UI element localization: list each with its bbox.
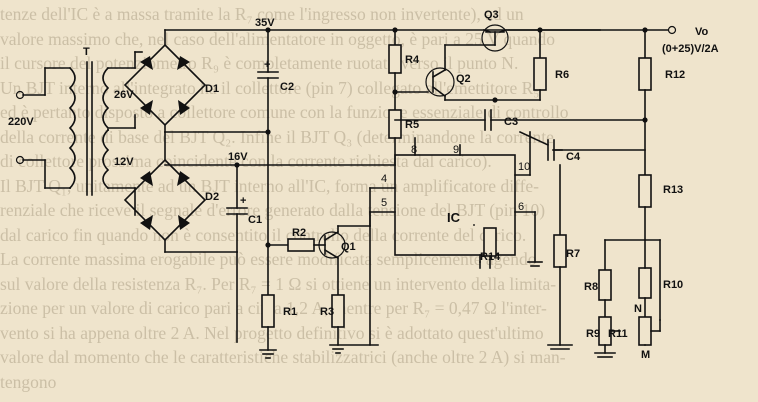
q1-label: Q1: [341, 241, 356, 253]
q2-label: Q2: [456, 73, 471, 85]
ic-pin-5: 5: [381, 197, 387, 209]
r1-label: R1: [283, 306, 297, 318]
r2-resistor: [287, 238, 315, 252]
background-text-line: tenze dell'IC è a massa tramite la R₇ co…: [0, 4, 524, 24]
transistor-q2: Q2: [425, 44, 496, 101]
r14-block: R14: [473, 224, 543, 269]
r6-label: R6: [555, 69, 569, 81]
output-label: Vo: [695, 26, 709, 38]
transformer-label: T: [83, 46, 90, 58]
background-text-line: valore dal momento che le caratteristich…: [0, 347, 566, 367]
r7-resistor: [553, 234, 567, 268]
r7-r9-block: R7 R8 R9: [547, 164, 621, 358]
ic-pin-8: 8: [411, 144, 417, 156]
limiter-q1: R2 Q1 R3 R1: [259, 131, 379, 359]
background-text-line: tengono: [0, 371, 57, 392]
transformer: T 26V 12V: [68, 46, 136, 216]
rail-35v-label: 35V: [255, 17, 275, 29]
r12-resistor: [638, 57, 652, 91]
r11-label: R11: [608, 328, 628, 340]
c4-label: C4: [566, 151, 581, 163]
ic-pin-6: 6: [518, 201, 524, 213]
bridge-d1: D1: [123, 29, 219, 133]
r13-label: R13: [663, 184, 683, 196]
r10-r13-block: R13 R10 N R11 M: [604, 174, 683, 361]
r10-label: R10: [663, 279, 683, 291]
ic-pin-4: 4: [381, 173, 387, 185]
r6-resistor: [533, 57, 547, 91]
r5-resistor: [388, 109, 402, 139]
c1-label: C1: [248, 214, 262, 226]
r8-label: R8: [584, 281, 598, 293]
q3-label: Q3: [484, 9, 499, 21]
r2-label: R2: [292, 227, 306, 239]
secondary-12v-label: 12V: [114, 156, 134, 168]
ic-pin-10: 10: [518, 161, 530, 173]
background-text-line: valore massimo che, nel caso dell'alimen…: [0, 28, 556, 49]
node-m-label: M: [641, 349, 650, 361]
output-stage: R6 R12 Vo (0+25)V/2A: [444, 25, 719, 176]
mains-voltage-label: 220V: [8, 116, 34, 128]
background-text-line: vento si ha appena oltre 2 A. Nel proget…: [0, 322, 544, 343]
bridge-d2: D2: [123, 131, 219, 253]
r4-label: R4: [405, 54, 420, 66]
ic-label: IC: [447, 210, 461, 225]
c1-plus: +: [240, 195, 246, 207]
r4-resistor: [388, 44, 402, 74]
secondary-26v-label: 26V: [114, 89, 134, 101]
compensation-caps: C3 C4: [394, 109, 646, 163]
c2-label: C2: [280, 81, 294, 93]
rail-16v: 16V + C1: [164, 151, 396, 343]
output-rating: (0+25)V/2A: [662, 43, 719, 55]
d1-label: D1: [205, 83, 219, 95]
r4-r5-chain: R4 R5: [388, 27, 429, 166]
node-n-label: N: [634, 303, 642, 315]
r11-potentiometer: [638, 316, 652, 346]
r12-label: R12: [665, 69, 685, 81]
background-text-line: renziale che riceve il segnale d'errore …: [0, 200, 546, 220]
background-text-line: di collettore prossima coincidente con l…: [0, 151, 492, 171]
r13-resistor: [638, 174, 652, 208]
output-terminal: [667, 25, 677, 35]
r3-label: R3: [320, 306, 334, 318]
r9-label: R9: [586, 328, 600, 340]
transistor-q3: Q3: [481, 9, 669, 52]
r8-resistor: [598, 269, 612, 301]
ic-body: [394, 154, 516, 256]
c2-plus: +: [264, 59, 270, 71]
c3-label: C3: [504, 116, 518, 128]
rail-16v-label: 16V: [228, 151, 248, 163]
d2-label: D2: [205, 191, 219, 203]
ic-block: IC 8 9 10 4 5 6: [369, 131, 536, 263]
r10-resistor: [638, 267, 652, 299]
r1-resistor: [261, 294, 275, 328]
background-text-line: sul valore della resistenza R₇. Per R₇ =…: [0, 273, 557, 294]
r5-label: R5: [405, 119, 419, 131]
ic-pin-9: 9: [453, 144, 459, 156]
r7-label: R7: [566, 248, 580, 260]
r14-label: R14: [480, 251, 501, 263]
mains-input: 220V: [8, 67, 71, 189]
